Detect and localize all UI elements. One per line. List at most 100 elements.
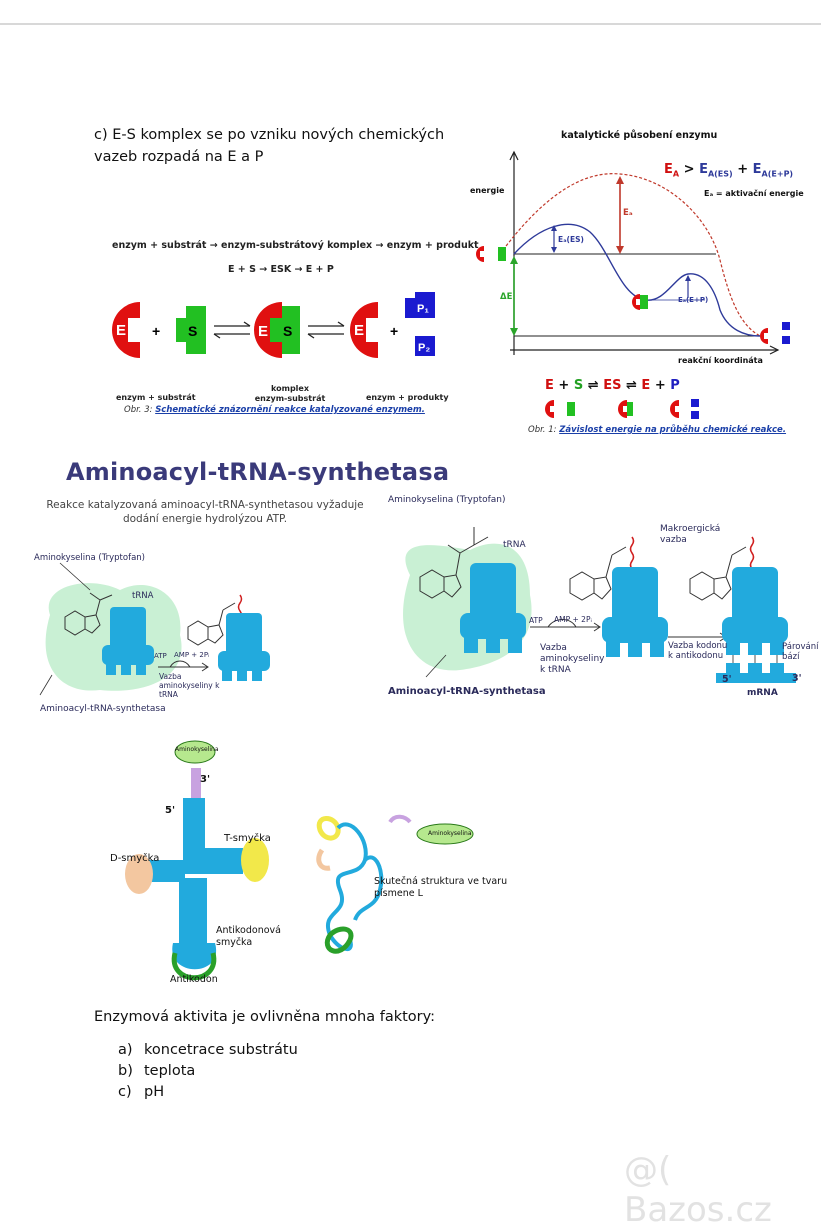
arrow-large-1 [530,619,601,632]
bond-large-2 [749,536,755,570]
delta-e-arrow [510,256,518,336]
complex-enzyme-label: E [258,323,268,340]
t-arm [183,848,243,874]
anticodon-loop [172,943,217,970]
equilibrium-arrow-1 [213,321,251,339]
energy-x-label: reakční koordináta [678,356,763,365]
complex-enzyme-shape [254,302,282,358]
arrow-large-2 [668,632,727,642]
enzyme-label-1: E [116,322,126,339]
trna-shape-small [102,607,154,675]
ea-ep-label: Eₐ(E+P) [678,296,709,304]
factor-item: c)pH [118,1084,165,1100]
tryptophan-large-3 [689,546,747,601]
aars-description: Reakce katalyzovaná aminoacyl-tRNA-synth… [46,499,364,525]
ea-arrow [616,176,624,254]
scheme-figure-prefix: Obr. 3: [124,405,153,415]
energy-bottom-equation: E + S ⇌ ES ⇌ E + P [545,378,680,393]
energy-figure-prefix: Obr. 1: [528,425,557,435]
base-pairs [732,655,778,663]
energy-icon-end [760,322,790,344]
small-bond-label: Vazba aminokyseliny k tRNA [159,672,220,699]
product-2-shape [415,336,435,356]
cloverleaf-amino: Aminokyselina [175,746,219,753]
trna-shape-large-3 [716,567,796,683]
ea-label: Eₐ [623,208,633,218]
energy-icon-start [476,246,506,262]
large-amino-label: Aminokyselina (Tryptofan) [388,495,506,505]
complex-substrate-label: S [283,323,292,339]
energy-legend-definition: Eₐ = aktivační energie [704,189,804,198]
small-enzyme-label: Aminoacyl-tRNA-synthetasa [40,704,166,714]
equilibrium-arrow-2 [307,321,345,339]
uncatalyzed-curve [499,173,761,337]
small-amino-label: Aminokyselina (Tryptofan) [34,553,145,563]
bond-large [629,536,635,570]
reaction-scheme: E + S E S E + P₁ P₂ [112,292,435,358]
complex-substrate-shape [270,306,300,354]
ea-es-label: Eₐ(ES) [558,235,584,244]
watermark: @( Bazos.cz [624,1150,772,1230]
energy-icon-es [632,294,648,310]
product-2-label: P₂ [418,342,430,354]
amino-acid-ellipse [174,740,216,764]
energy-figure-link[interactable]: Závislost energie na průběhu chemické re… [559,425,787,435]
aars-large-diagram [403,527,796,683]
scheme-caption-2b: enzym-substrát [254,394,326,403]
d-loop [125,854,153,894]
l-structure-amino: Aminokyselina [428,830,472,837]
small-amp: AMP + 2Pᵢ [174,651,210,659]
intro-text: c) E-S komplex se po vzniku nových chemi… [94,127,445,165]
energy-y-label: energie [470,186,505,195]
scheme-equation-words: enzym + substrát → enzym-substrátový kom… [112,240,479,251]
d-arm [145,860,185,882]
enzyme-shape-1 [112,302,140,358]
plus-1: + [152,323,160,339]
anticodon-loop-outline [171,952,217,981]
scheme-equation-short: E + S → ESK → E + P [228,264,334,275]
enzyme-shape-3 [350,302,378,358]
energy-bottom-icons [545,399,699,419]
factors-list: a)koncetrace substrátu b)teplota c)pH [118,1040,298,1103]
aars-title: Aminoacyl-tRNA-synthetasa [66,458,450,486]
ea-ep-arrow [645,275,705,301]
large-trna-label: tRNA [503,540,526,550]
catalyzed-curve [513,223,761,337]
trna-shape-small-2 [218,613,270,681]
tryptophan-small-2 [187,602,236,646]
small-trna-label: tRNA [132,591,154,601]
large-three-label: 3' [792,673,802,684]
factor-item: b)teplota [118,1063,196,1079]
large-enzyme-label: Aminoacyl-tRNA-synthetasa [388,686,546,697]
tryptophan-small [64,592,113,636]
trna-cloverleaf [125,740,269,981]
acceptor-stem [183,798,205,860]
scheme-caption-2a: komplex [271,384,309,393]
delta-e-label: ΔE [500,292,513,302]
ea-es-arrow [551,225,557,253]
large-atp: ATP [529,616,543,625]
cloverleaf-d-loop: D-smyčka [110,853,160,864]
energy-chart [476,150,790,355]
substrate-shape [176,306,206,354]
small-atp: ATP [154,652,167,660]
cloverleaf-five: 5' [165,805,176,816]
product-1-shape [405,292,435,318]
acceptor-tail [191,768,201,808]
energy-chart-title: katalytické působení enzymu [561,130,718,141]
scheme-caption-1: enzym + substrát [116,393,196,402]
energy-legend: EA > EA(ES) + EA(E+P) [664,162,794,179]
tryptophan-large-2 [569,546,627,601]
enzyme-label-3: E [354,322,364,339]
cloverleaf-anticodon: Antikodon [170,974,218,985]
top-divider [0,23,821,25]
scheme-figure-link[interactable]: Schematické znázornění reakce katalyzova… [155,405,425,415]
large-five-label: 5' [722,674,732,685]
scheme-caption-3: enzym + produkty [366,393,449,402]
factors-heading: Enzymová aktivita je ovlivněna mnoha fak… [94,1009,436,1025]
energy-figure-caption: Obr. 1: Závislost energie na průběhu che… [528,425,786,435]
